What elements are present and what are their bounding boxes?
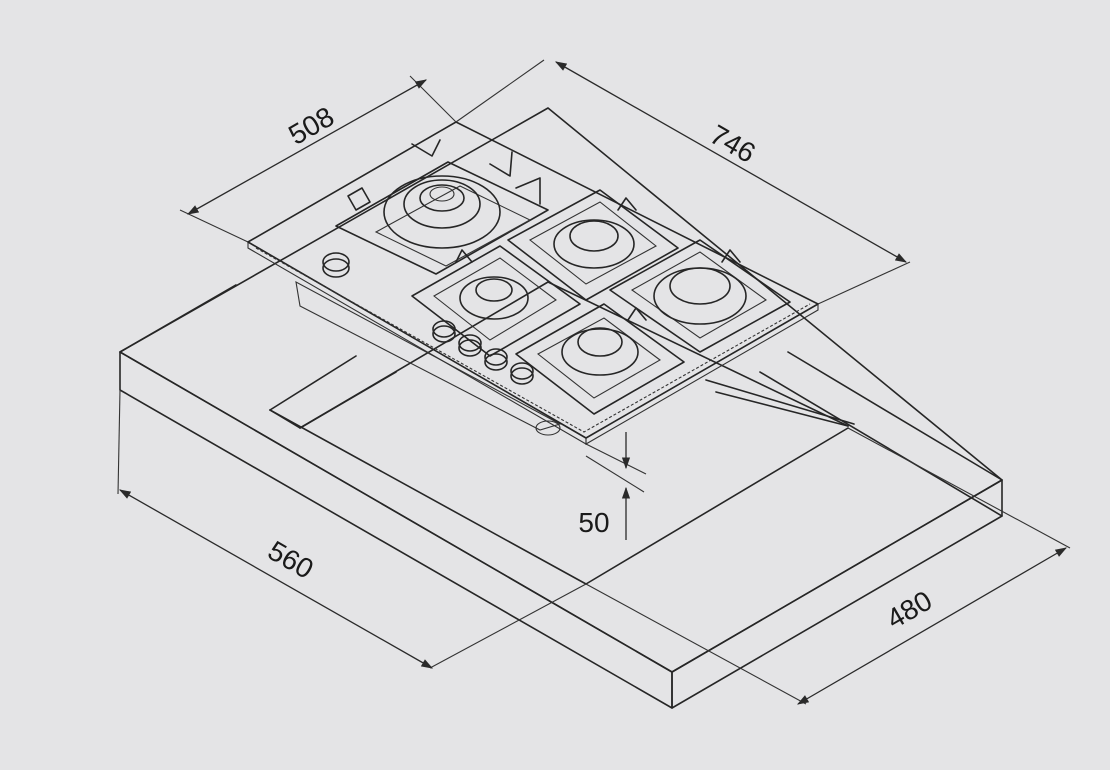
- dimension-label-508: 508: [283, 101, 339, 151]
- control-knobs: [322, 252, 534, 385]
- dimension-label-746: 746: [705, 119, 761, 169]
- dimension-label-50: 50: [578, 507, 609, 538]
- dimension-label-560: 560: [263, 535, 319, 585]
- worktop-side-face: [671, 479, 1003, 709]
- worktop-box: [119, 107, 1003, 709]
- worktop-top-face: [119, 107, 1003, 673]
- knob-1: [432, 320, 456, 343]
- knob-3: [484, 348, 508, 371]
- hob-underbody: [295, 280, 562, 431]
- dimension-50: 50: [578, 432, 647, 540]
- ignition-knob: [322, 252, 350, 278]
- cutout-outline: [119, 281, 1003, 585]
- dimension-508: 508: [179, 75, 457, 243]
- dimension-560: 560: [117, 389, 587, 669]
- dimension-480: 480: [585, 427, 1071, 705]
- dimension-746: 746: [455, 59, 911, 305]
- knob-2: [458, 334, 482, 357]
- front-middle-burner: [515, 303, 685, 415]
- wok-burner: [335, 139, 549, 275]
- hob-top-plate: [247, 121, 819, 439]
- knob-4: [510, 362, 534, 385]
